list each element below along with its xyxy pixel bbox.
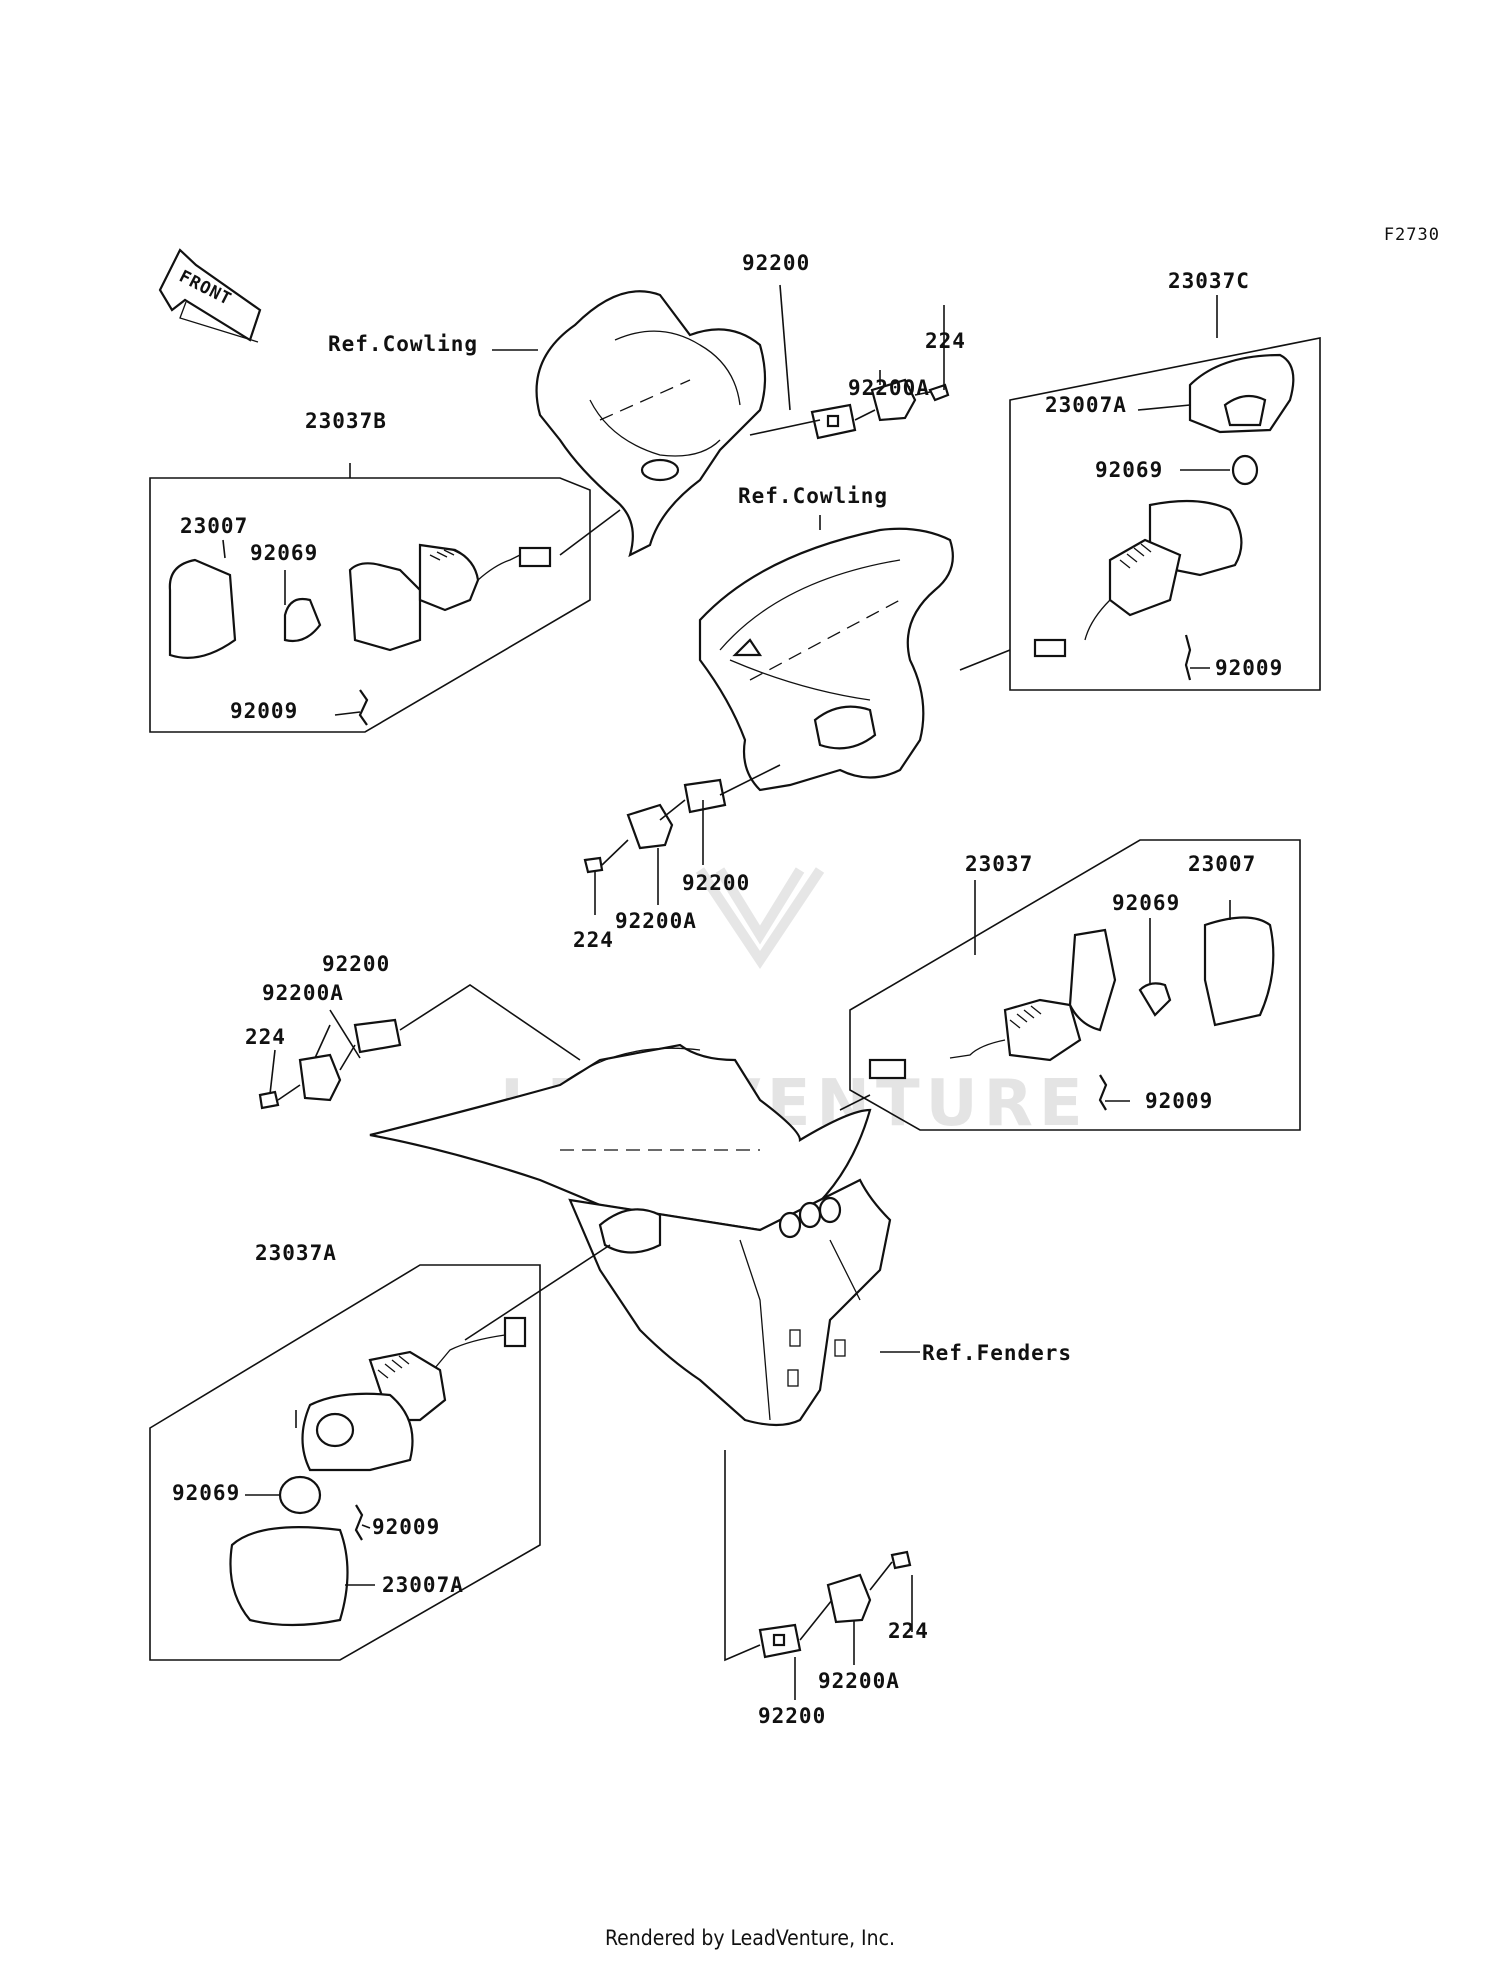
label-224-left: 224 [245,1025,286,1049]
turn-signal-23037C-group [959,337,1321,691]
leader-lines [222,284,1231,1700]
label-23007A-lower: 23007A [382,1573,464,1597]
label-92069-lower-left: 92069 [172,1481,240,1505]
label-23007-right: 23007 [1188,852,1256,876]
label-23037C: 23037C [1168,269,1250,293]
label-92200-middle: 92200 [682,871,750,895]
label-224-top: 224 [925,329,966,353]
label-92069-upper-right: 92069 [1095,458,1163,482]
label-92069-upper-left: 92069 [250,541,318,565]
label-23037A: 23037A [255,1241,337,1265]
diagram-code: F2730 [1384,225,1440,245]
turn-signal-23037A-group [149,1244,611,1661]
label-92200-top: 92200 [742,251,810,275]
label-23007A-upper: 23007A [1045,393,1127,417]
label-224-bottom: 224 [888,1619,929,1643]
bracket-bottom-group [724,1450,912,1662]
label-92200-bottom: 92200 [758,1704,826,1728]
label-ref-fenders: Ref.Fenders [922,1341,1072,1365]
label-ref-cowling-upper: Ref.Cowling [328,332,478,356]
label-ref-cowling-lower: Ref.Cowling [738,484,888,508]
bracket-top-group [749,378,950,440]
rear-fender [369,1043,892,1427]
label-23037: 23037 [965,852,1033,876]
turn-signal-23037-group [839,839,1301,1131]
part-labels: Ref.Cowling 92200 92200A 224 23037C 2300… [172,251,1283,1728]
label-23007: 23007 [180,514,248,538]
label-92200A-top: 92200A [848,376,930,400]
label-92200A-middle: 92200A [615,909,697,933]
label-92009-lower-left: 92009 [372,1515,440,1539]
bracket-middle-group [583,764,781,874]
front-arrow-icon: FRONT [158,248,262,343]
label-23037B: 23037B [305,409,387,433]
bracket-left-group [258,984,581,1110]
label-224-middle: 224 [573,928,614,952]
label-92009-upper-right: 92009 [1215,656,1283,680]
turn-signal-23037B-group [149,477,621,733]
label-92200-left: 92200 [322,952,390,976]
label-92200A-left: 92200A [262,981,344,1005]
label-92069-right: 92069 [1112,891,1180,915]
label-92009-right: 92009 [1145,1089,1213,1113]
upper-cowling [535,290,767,558]
label-92200A-bottom: 92200A [818,1669,900,1693]
footer-credit: Rendered by LeadVenture, Inc. [605,1926,895,1950]
lower-cowling [698,527,954,792]
label-92009-upper-left: 92009 [230,699,298,723]
